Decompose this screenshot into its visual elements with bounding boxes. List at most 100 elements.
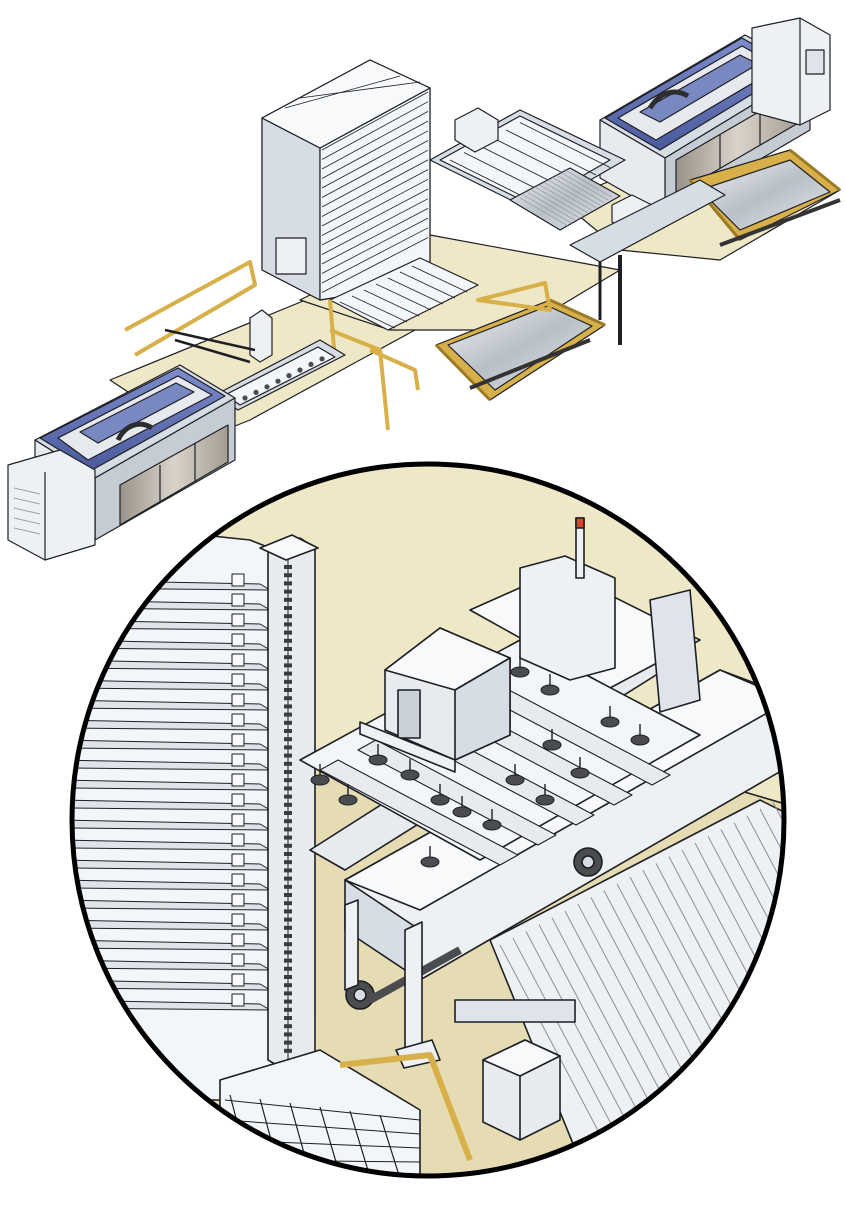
pallet-rail bbox=[225, 1190, 420, 1200]
chain-link bbox=[284, 1032, 292, 1037]
chain-link bbox=[284, 975, 292, 979]
suction-cup bbox=[242, 395, 248, 401]
pallet-slat bbox=[375, 283, 432, 311]
chain-link bbox=[284, 966, 292, 971]
suction-cup bbox=[542, 739, 562, 751]
suction-cup bbox=[600, 716, 620, 728]
sheet-line bbox=[523, 195, 573, 224]
shelf-line bbox=[321, 159, 429, 217]
shelf-line bbox=[321, 169, 429, 227]
shelf-bracket bbox=[231, 653, 245, 667]
chain-link bbox=[284, 909, 292, 914]
chain-link bbox=[284, 589, 292, 594]
suction-cup-frame bbox=[299, 639, 701, 868]
chain-link bbox=[284, 671, 292, 676]
shelf-bracket bbox=[231, 693, 245, 707]
chain-link bbox=[284, 1007, 292, 1012]
stack-line bbox=[720, 829, 784, 1095]
chain-link bbox=[284, 581, 292, 586]
shelf-line bbox=[321, 217, 429, 274]
chain-link bbox=[284, 622, 292, 627]
shelf-bracket bbox=[231, 993, 245, 1007]
pallet-slat bbox=[339, 301, 396, 329]
chain-link bbox=[284, 704, 292, 709]
grid-bar bbox=[519, 122, 611, 168]
chain-link bbox=[284, 729, 292, 733]
chain-link bbox=[284, 745, 292, 750]
shelf-line bbox=[321, 198, 429, 255]
shelf-bracket bbox=[231, 613, 245, 627]
shelf-bracket bbox=[231, 893, 245, 907]
chain-link bbox=[284, 852, 292, 856]
suction-cup bbox=[452, 806, 472, 818]
chain-link bbox=[284, 614, 292, 619]
suction-cup bbox=[253, 389, 259, 395]
shelf-bracket bbox=[231, 973, 245, 987]
chain-link bbox=[284, 679, 292, 684]
overview-scene bbox=[7, 17, 841, 561]
detail-lens bbox=[69, 461, 846, 1200]
suction-cup bbox=[308, 361, 314, 367]
shelf-bracket bbox=[231, 733, 245, 747]
chain-link bbox=[284, 720, 292, 725]
chain-link bbox=[284, 802, 292, 807]
suction-cups bbox=[310, 656, 650, 868]
chain-link bbox=[284, 770, 292, 774]
suction-cup bbox=[430, 794, 450, 806]
stack-line bbox=[786, 795, 846, 1060]
shelf-line bbox=[321, 140, 429, 198]
suction-cup bbox=[400, 769, 420, 781]
chain-link bbox=[284, 843, 292, 848]
grid-bar bbox=[505, 129, 597, 176]
chain-link bbox=[284, 663, 292, 668]
suction-cup bbox=[286, 373, 292, 379]
chain-link bbox=[284, 597, 292, 602]
chain-link bbox=[284, 884, 292, 889]
chain-link bbox=[284, 712, 292, 717]
suction-cup bbox=[368, 754, 388, 766]
chain-link bbox=[284, 999, 292, 1004]
sheet-line bbox=[555, 174, 605, 203]
lift-chain bbox=[284, 565, 292, 1053]
suction-cup bbox=[275, 378, 281, 384]
sheet-line bbox=[551, 176, 601, 206]
stack-line bbox=[825, 775, 846, 1040]
stack-line bbox=[746, 815, 784, 1082]
frame-bar bbox=[357, 739, 557, 846]
frame-bar bbox=[319, 759, 519, 866]
pallet-rail bbox=[224, 1099, 421, 1121]
chain-link bbox=[284, 991, 292, 996]
chain-link bbox=[284, 925, 292, 930]
chain-link bbox=[284, 1016, 292, 1020]
lens-border bbox=[69, 461, 787, 1179]
shelf-line bbox=[321, 130, 429, 189]
shelf-bracket bbox=[231, 573, 245, 587]
stack-line bbox=[799, 789, 846, 1054]
chain-link bbox=[284, 917, 292, 922]
pallet-slat bbox=[319, 1106, 351, 1176]
chain-link bbox=[284, 606, 292, 610]
pallet-slat bbox=[399, 271, 456, 299]
shelf-line bbox=[321, 91, 429, 151]
unloading-table-right bbox=[688, 148, 841, 247]
suction-cup bbox=[510, 666, 530, 678]
shelf-bracket bbox=[231, 593, 245, 607]
sheet-line bbox=[543, 182, 593, 211]
shelf-bracket bbox=[231, 913, 245, 927]
pallet-slat bbox=[349, 1110, 381, 1176]
suction-cup bbox=[338, 794, 358, 806]
chain-link bbox=[284, 819, 292, 824]
chain-link bbox=[284, 647, 292, 651]
chain-link bbox=[284, 778, 292, 783]
pallet-slat bbox=[387, 277, 444, 305]
shelf-bracket bbox=[231, 673, 245, 687]
safety-fencing bbox=[124, 260, 420, 431]
shelf-line bbox=[321, 237, 429, 293]
storage-tower-detail bbox=[72, 519, 301, 1101]
sheet-storage-tower bbox=[261, 59, 431, 301]
chain-link bbox=[284, 638, 292, 643]
pallet-slat bbox=[379, 1114, 411, 1176]
sheet-line bbox=[519, 197, 569, 227]
shelf-bracket bbox=[231, 633, 245, 647]
